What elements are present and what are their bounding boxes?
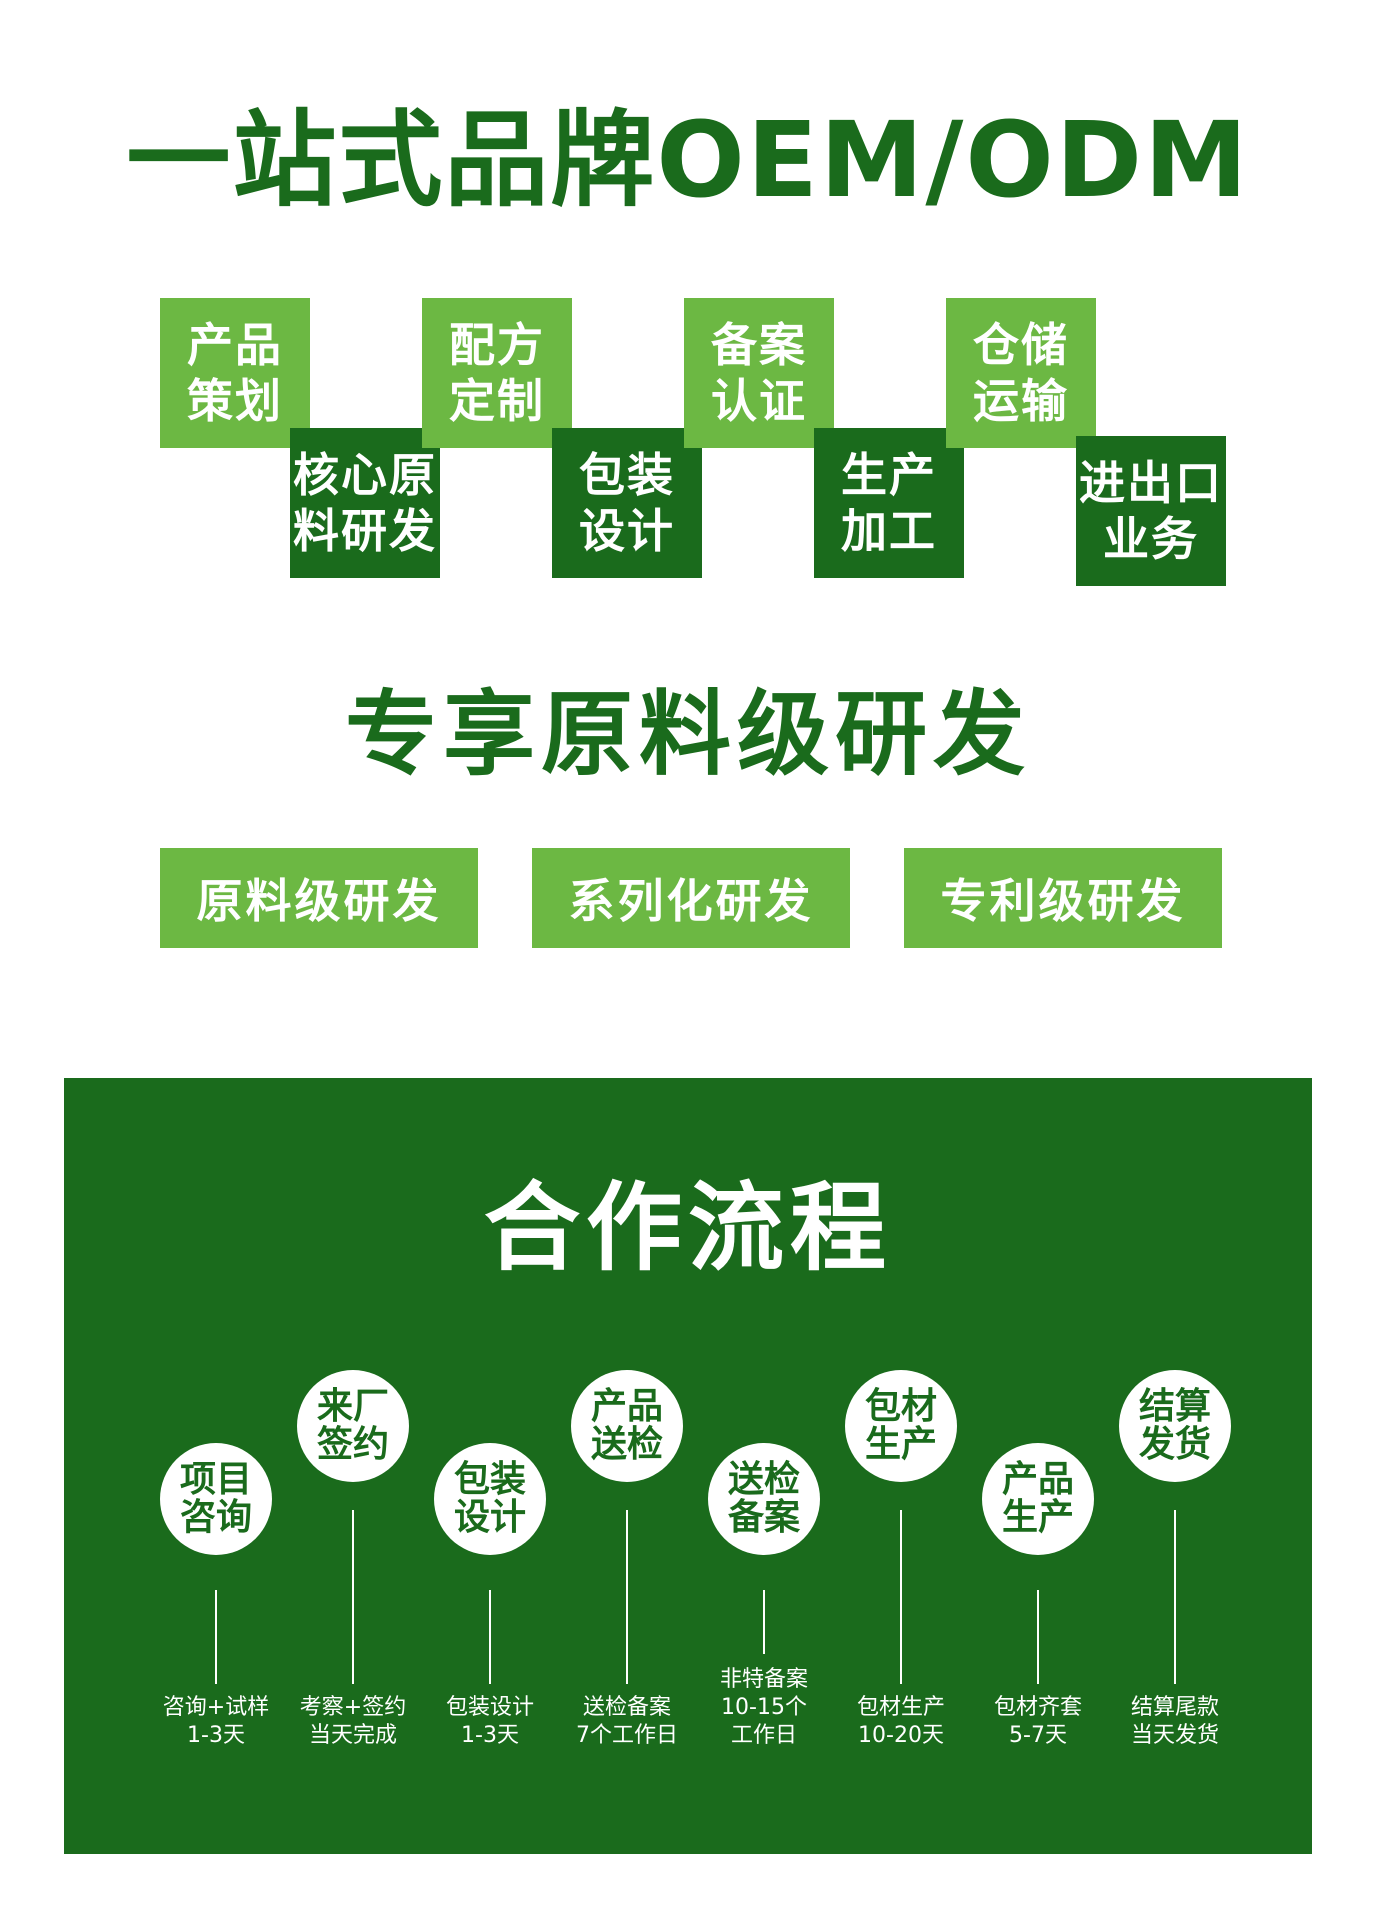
step-desc-line: 1-3天 [461,1723,519,1748]
service-label: 认证 [711,374,807,428]
step-desc-line: 10-20天 [858,1723,944,1748]
step-desc-line: 咨询+试样 [162,1695,270,1720]
step-connector [352,1510,354,1684]
step-name: 结算 [1138,1386,1211,1427]
research-title: 专享原料级研发 [344,681,1031,788]
step-desc-line: 5-7天 [1009,1723,1067,1748]
step-connector [763,1590,765,1654]
service-production: 生产加工 [814,428,964,578]
service-label: 业务 [1103,512,1199,566]
feature-patent-rd: 专利级研发 [904,848,1222,948]
service-label: 产品 [187,318,283,372]
step-circle-material: 包材生产 [845,1370,957,1482]
step-connector [215,1590,217,1684]
step-circle-sign: 来厂签约 [297,1370,409,1482]
step-name: 产品 [590,1386,663,1427]
step-desc-line: 考察+签约 [299,1695,407,1720]
step-desc-inspect: 送检备案 7个工作日 [557,1694,697,1750]
step-connector [1037,1590,1039,1684]
feature-series-rd: 系列化研发 [532,848,850,948]
service-label: 策划 [187,374,283,428]
service-label: 包装 [579,448,675,502]
step-desc-line: 当天发货 [1130,1723,1219,1748]
service-label: 配方 [449,318,545,372]
service-packaging-design: 包装设计 [552,428,702,578]
step-desc-line: 送检备案 [582,1695,671,1720]
step-connector [1174,1510,1176,1684]
service-label: 设计 [579,504,675,558]
step-desc-line: 10-15个 [721,1695,807,1720]
service-label: 备案 [711,318,807,372]
step-desc-line: 结算尾款 [1130,1695,1219,1720]
service-label: 料研发 [293,504,437,558]
service-label: 定制 [449,374,545,428]
service-filing-certification: 备案认证 [684,298,834,448]
step-connector [900,1510,902,1684]
step-desc-line: 包装设计 [445,1695,534,1720]
step-desc-line: 1-3天 [187,1723,245,1748]
service-formula-custom: 配方定制 [422,298,572,448]
step-desc-line: 工作日 [730,1723,797,1748]
step-desc-delivery: 结算尾款当天发货 [1105,1694,1245,1750]
step-name: 签约 [316,1424,389,1465]
service-warehouse-transport: 仓储运输 [946,298,1096,448]
service-product-planning: 产品策划 [160,298,310,448]
step-name: 发货 [1138,1424,1211,1465]
service-label: 核心原 [293,448,437,502]
step-name: 备案 [727,1497,800,1538]
step-circle-production: 产品生产 [982,1443,1094,1555]
service-import-export: 进出口业务 [1076,436,1226,586]
service-label: 生产 [841,448,937,502]
process-panel: 合作流程 项目咨询 咨询+试样 1-3天 来厂签约 考察+签约当天完成 包装设计 … [64,1078,1312,1854]
step-circle-filing: 送检备案 [708,1443,820,1555]
process-title: 合作流程 [484,1172,892,1284]
step-desc-filing: 非特备案 10-15个工作日 [694,1666,834,1750]
step-circle-package: 包装设计 [434,1443,546,1555]
step-name: 项目 [179,1459,252,1500]
step-name: 产品 [1001,1459,1074,1500]
step-desc-line: 7个工作日 [576,1723,678,1748]
feature-raw-material-rd: 原料级研发 [160,848,478,948]
step-circle-consult: 项目咨询 [160,1443,272,1555]
step-connector [489,1590,491,1684]
step-name: 咨询 [179,1497,252,1538]
step-desc-production: 包材齐套 5-7天 [968,1694,1108,1750]
step-name: 包装 [453,1459,526,1500]
step-desc-line: 当天完成 [308,1723,397,1748]
step-circle-inspect: 产品送检 [571,1370,683,1482]
service-label: 仓储 [973,318,1069,372]
step-name: 设计 [453,1497,526,1538]
step-connector [626,1510,628,1684]
step-desc-sign: 考察+签约当天完成 [283,1694,423,1750]
step-desc-line: 包材生产 [856,1695,945,1720]
step-desc-line: 包材齐套 [993,1695,1082,1720]
main-title: 一站式品牌OEM/ODM [126,99,1250,221]
step-desc-material: 包材生产 10-20天 [831,1694,971,1750]
step-circle-delivery: 结算发货 [1119,1370,1231,1482]
step-desc-package: 包装设计 1-3天 [420,1694,560,1750]
step-name: 生产 [864,1424,937,1465]
service-label: 进出口 [1079,456,1223,510]
service-core-material-rd: 核心原料研发 [290,428,440,578]
step-name: 包材 [864,1386,937,1427]
service-label: 运输 [973,374,1069,428]
service-label: 加工 [841,504,937,558]
step-name: 送检 [590,1424,663,1465]
step-desc-consult: 咨询+试样 1-3天 [146,1694,286,1750]
step-name: 生产 [1001,1497,1074,1538]
step-desc-line: 非特备案 [719,1667,808,1692]
step-name: 送检 [727,1459,800,1500]
step-name: 来厂 [316,1386,389,1427]
